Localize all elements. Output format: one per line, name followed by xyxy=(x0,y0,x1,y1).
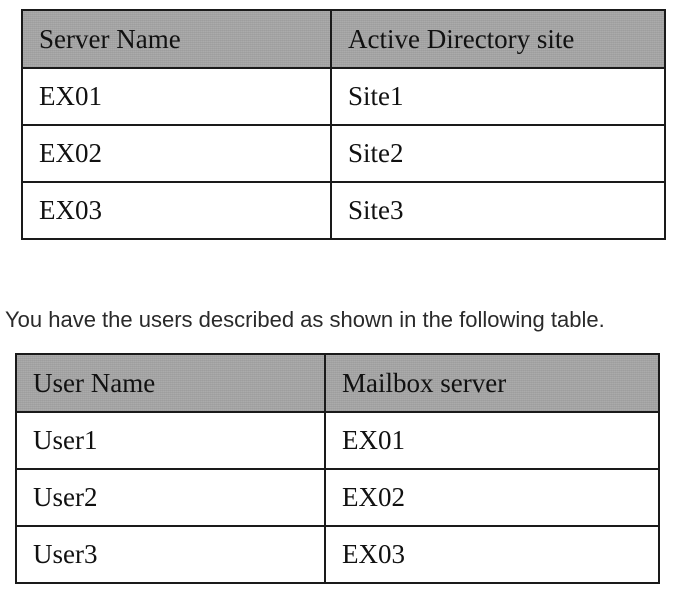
intro-paragraph: You have the users described as shown in… xyxy=(5,307,605,332)
table-row: EX01 Site1 xyxy=(21,67,666,126)
user-name-cell: User2 xyxy=(15,468,326,527)
mailbox-server-cell: EX03 xyxy=(324,525,660,584)
mailbox-server-cell: EX01 xyxy=(324,411,660,470)
mailbox-server-cell: EX02 xyxy=(324,468,660,527)
server-name-cell: EX03 xyxy=(21,181,332,240)
table-header-row: Server Name Active Directory site xyxy=(21,9,666,69)
column-header-server-name: Server Name xyxy=(21,9,332,69)
table-row: User3 EX03 xyxy=(15,525,660,584)
table-row: EX03 Site3 xyxy=(21,181,666,240)
table-row: EX02 Site2 xyxy=(21,124,666,183)
server-name-cell: EX01 xyxy=(21,67,332,126)
users-table: User Name Mailbox server User1 EX01 User… xyxy=(15,353,660,584)
ad-site-cell: Site2 xyxy=(330,124,666,183)
table-row: User2 EX02 xyxy=(15,468,660,527)
column-header-user-name: User Name xyxy=(15,353,326,413)
column-header-ad-site: Active Directory site xyxy=(330,9,666,69)
server-name-cell: EX02 xyxy=(21,124,332,183)
user-name-cell: User1 xyxy=(15,411,326,470)
table-header-row: User Name Mailbox server xyxy=(15,353,660,413)
ad-site-cell: Site3 xyxy=(330,181,666,240)
servers-table: Server Name Active Directory site EX01 S… xyxy=(21,9,666,240)
user-name-cell: User3 xyxy=(15,525,326,584)
ad-site-cell: Site1 xyxy=(330,67,666,126)
table-row: User1 EX01 xyxy=(15,411,660,470)
column-header-mailbox-server: Mailbox server xyxy=(324,353,660,413)
